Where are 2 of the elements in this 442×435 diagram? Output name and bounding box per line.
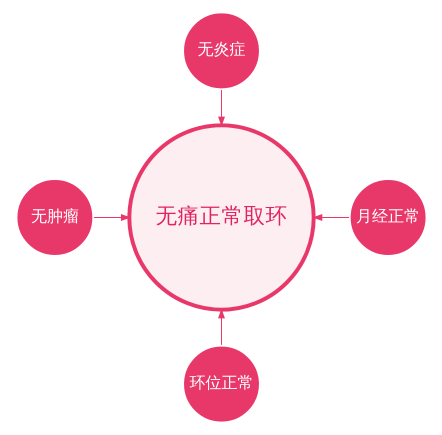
arrow (92, 214, 130, 221)
node-circle: 无痛正常取环 (126, 123, 316, 312)
